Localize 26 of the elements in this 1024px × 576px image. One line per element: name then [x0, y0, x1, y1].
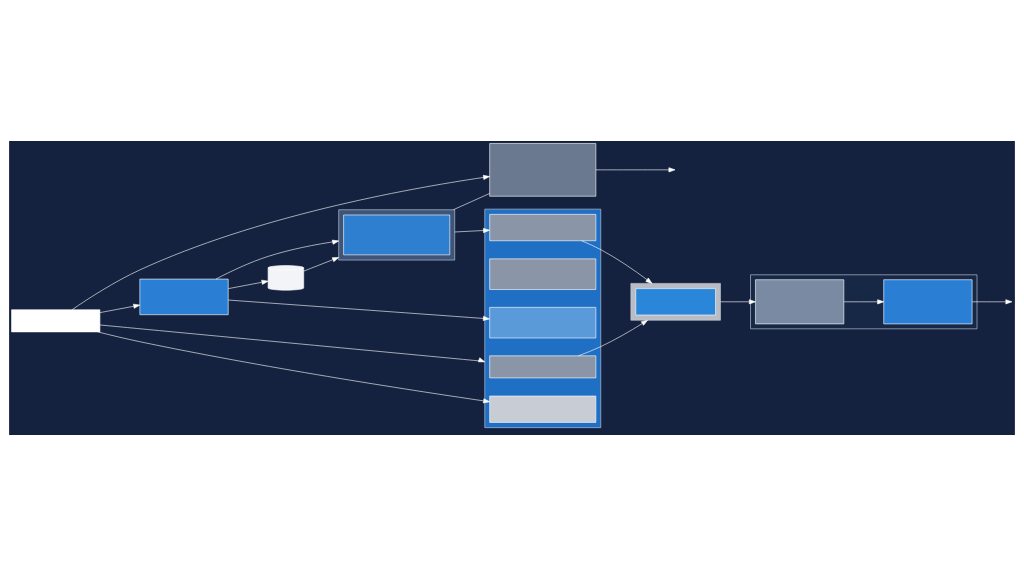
arrow [303, 257, 339, 272]
arrow [454, 228, 490, 233]
arrow [228, 299, 490, 321]
arrow [595, 167, 676, 173]
node-box [755, 279, 845, 325]
node-box [489, 355, 597, 379]
arrow [99, 303, 141, 313]
arrow [228, 279, 269, 289]
node-box [139, 278, 229, 315]
node-box [883, 279, 973, 325]
arrow [971, 299, 1013, 305]
arrow [97, 331, 490, 404]
node-box [489, 214, 597, 242]
arrow [215, 239, 339, 280]
node-box [11, 309, 101, 333]
node-box [489, 307, 597, 339]
arrow [581, 240, 653, 284]
arrow [71, 175, 490, 310]
arrow [843, 299, 885, 305]
node-box [489, 143, 597, 197]
node-box [489, 258, 597, 290]
connector [453, 193, 490, 211]
arrow [99, 324, 486, 363]
arrow [578, 319, 648, 357]
node-box [489, 395, 597, 423]
arrow [720, 299, 756, 305]
